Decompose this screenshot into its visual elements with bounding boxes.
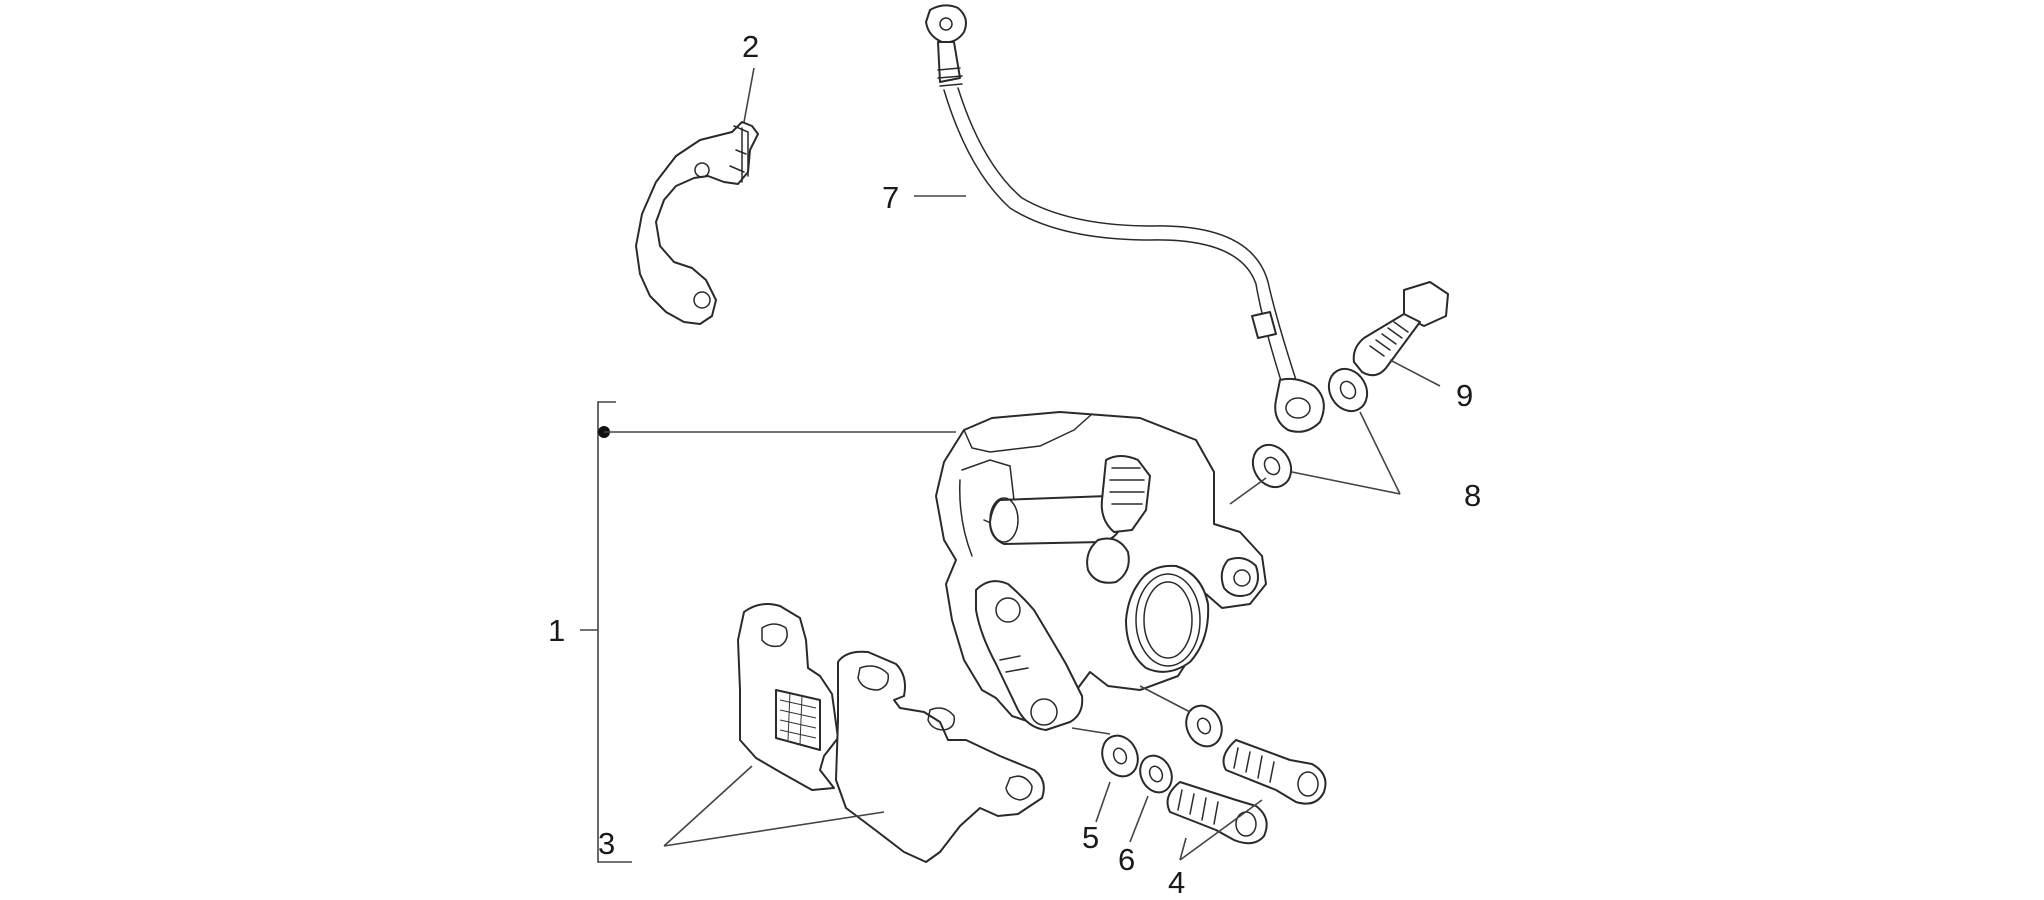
callout-1: 1 — [548, 613, 565, 648]
callout-2: 2 — [742, 29, 759, 64]
callout-3: 3 — [598, 826, 615, 861]
callout-8: 8 — [1464, 478, 1481, 513]
callout-6: 6 — [1118, 842, 1135, 877]
part-brake-hose — [925, 4, 1325, 433]
part-brake-pads — [737, 603, 1045, 863]
part-brake-caliper — [935, 411, 1267, 731]
callout-4: 4 — [1168, 865, 1185, 900]
part-bracket-clip — [635, 121, 759, 325]
callout-labels: 1 2 3 4 5 6 7 8 9 — [548, 29, 1481, 900]
part-banjo-bolt — [1352, 281, 1449, 377]
part-washers-8 — [1251, 367, 1369, 489]
callout-9: 9 — [1456, 378, 1473, 413]
callout-7: 7 — [882, 180, 899, 215]
leader-lines — [580, 67, 1441, 863]
part-bolts-4 — [1166, 739, 1327, 845]
callout-5: 5 — [1082, 820, 1099, 855]
part-washer-6 — [1139, 754, 1173, 794]
part-washer-upper — [1185, 704, 1223, 748]
part-washer-5 — [1101, 734, 1139, 778]
